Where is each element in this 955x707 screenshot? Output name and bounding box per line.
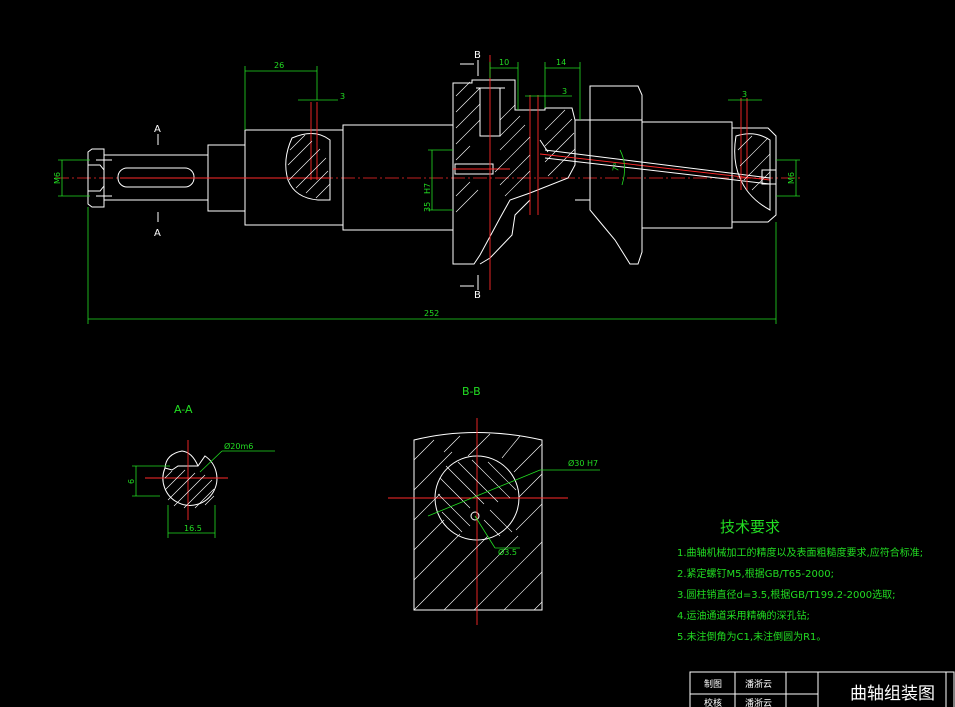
section-pocket-left — [285, 133, 331, 201]
dim-252: 252 — [424, 309, 439, 318]
dim-m6-right: M6 — [787, 172, 796, 184]
shaft-step-3 — [342, 124, 454, 231]
title-block-check-label: 校核 — [704, 697, 722, 707]
tech-note-1: 1.曲轴机械加工的精度以及表面粗糙度要求,应符合标准; — [677, 546, 923, 559]
dim-3-right: 3 — [742, 90, 747, 99]
tech-note-5: 5.未注倒角为C1,未注倒圆为R1。 — [677, 630, 826, 643]
crank-web — [452, 55, 576, 290]
section-mark-b-top: B — [474, 50, 481, 61]
shaft-step-2 — [244, 129, 344, 226]
drawing-title: 曲轴组装图 — [850, 684, 935, 704]
dim-26: 26 — [274, 61, 284, 70]
title-block-drawn-name: 潘浙云 — [745, 678, 772, 690]
tech-note-3: 3.圆柱销直径d=3.5,根据GB/T199.2-2000选取; — [677, 588, 896, 601]
dim-35-tolerance: H7 — [423, 183, 432, 194]
aa-dim-16-5: 16.5 — [184, 524, 202, 533]
section-aa-title: A-A — [174, 403, 193, 416]
counterweight — [575, 85, 733, 265]
title-block: 制图 潘浙云 校核 潘浙云 曲轴组装图 — [689, 671, 955, 707]
title-block-drawn-label: 制图 — [704, 678, 722, 690]
dim-14: 14 — [556, 58, 566, 67]
dim-3-mid: 3 — [562, 87, 567, 96]
tech-note-2: 2.紧定螺钉M5,根据GB/T65-2000; — [677, 567, 834, 580]
section-b-b: B-B Ø30 H7 Ø3.5 — [388, 385, 600, 625]
dim-3-left: 3 — [340, 92, 345, 101]
dim-angle-7: 7° — [611, 162, 621, 173]
technical-requirements: 技术要求 1.曲轴机械加工的精度以及表面粗糙度要求,应符合标准; 2.紧定螺钉M… — [677, 518, 923, 643]
section-mark-a-top: A — [154, 124, 161, 135]
dim-35: 35 — [423, 202, 432, 212]
section-a-a: A-A 6 16.5 Ø20m6 — [127, 403, 275, 538]
bb-dim-diameter: Ø30 H7 — [568, 458, 598, 468]
shaft-right-end — [731, 98, 777, 223]
dim-10: 10 — [499, 58, 509, 67]
aa-dim-diameter: Ø20m6 — [224, 441, 253, 451]
dim-m6-left: M6 — [53, 172, 62, 184]
aa-dim-6: 6 — [127, 479, 136, 484]
tech-note-4: 4.运油通道采用精确的深孔钻; — [677, 609, 810, 622]
bb-dim-pin: Ø3.5 — [498, 547, 517, 557]
section-bb-title: B-B — [462, 385, 481, 398]
dimension-lines — [58, 62, 800, 324]
main-view: A A B B — [53, 50, 800, 324]
title-block-check-name: 潘浙云 — [745, 697, 772, 707]
tech-notes-heading: 技术要求 — [720, 518, 780, 536]
section-mark-b-bottom: B — [474, 290, 481, 301]
section-mark-a-bottom: A — [154, 228, 161, 239]
